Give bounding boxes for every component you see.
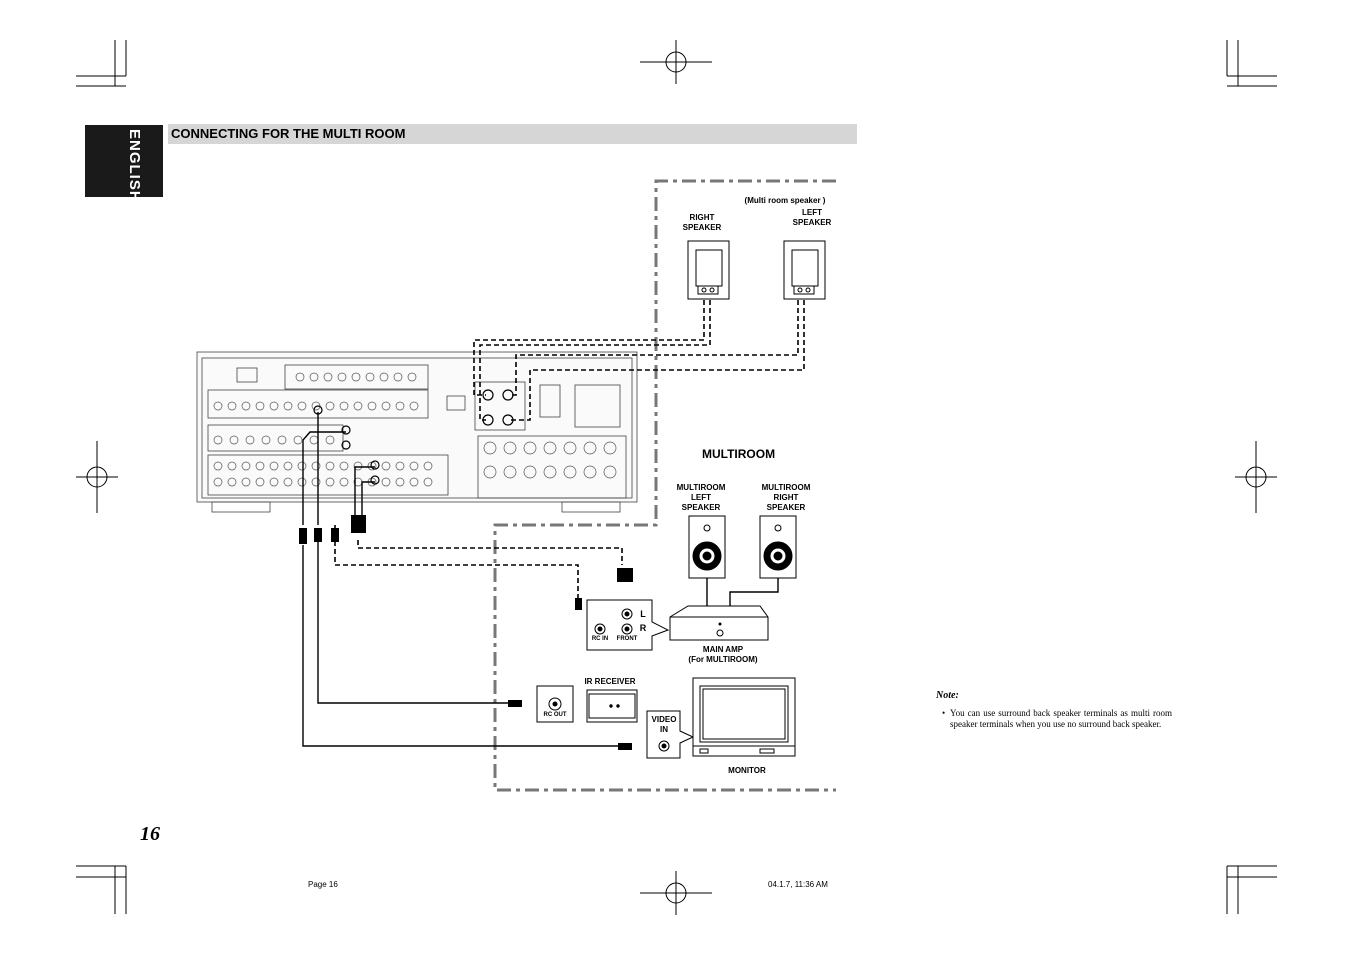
rca-plugs <box>299 515 633 750</box>
main-amp-label: MAIN AMP (For MULTIROOM) <box>688 645 758 664</box>
multi-room-speaker-caption: (Multi room speaker ) <box>744 196 826 205</box>
video-in-label: VIDEO IN <box>651 715 677 734</box>
section-title: CONNECTING FOR THE MULTI ROOM <box>171 126 406 141</box>
right-speaker-label: RIGHT SPEAKER <box>682 213 722 232</box>
channel-r-label: R <box>639 623 647 633</box>
front-label: FRONT <box>616 636 638 642</box>
language-tab-label: ENGLISH <box>126 129 143 203</box>
multiroom-zone-border <box>493 179 836 792</box>
speaker-wires <box>334 300 805 600</box>
language-tab: ENGLISH <box>85 125 163 203</box>
note-heading: Note: <box>936 690 959 701</box>
monitor-label: MONITOR <box>728 766 766 775</box>
note-text: You can use surround back speaker termin… <box>942 708 1172 730</box>
footer-timestamp: 04.1.7, 11:36 AM <box>768 880 828 889</box>
ir-receiver <box>536 685 638 723</box>
main-amp <box>669 605 769 641</box>
amp-speaker-wires <box>706 578 779 606</box>
crop-marks <box>76 40 1277 914</box>
monitor <box>646 677 796 759</box>
video-and-ir-cables <box>302 412 622 747</box>
multiroom-title: MULTIROOM <box>702 447 776 461</box>
page-number: 16 <box>140 823 160 845</box>
footer-page-label: Page 16 <box>308 880 338 889</box>
amp-input-panel <box>586 599 670 651</box>
ir-receiver-label: IR RECEIVER <box>584 677 636 686</box>
rc-in-label: RC IN <box>591 636 609 642</box>
rc-out-label: RC OUT <box>543 712 567 718</box>
multi-room-speakers <box>687 240 826 300</box>
receiver-jacks <box>213 372 617 487</box>
left-speaker-label: LEFT SPEAKER <box>792 208 832 227</box>
multiroom-speakers <box>688 515 797 579</box>
section-header: CONNECTING FOR THE MULTI ROOM <box>168 124 857 144</box>
registration-marks <box>76 40 1277 915</box>
multiroom-left-speaker-label: MULTIROOM LEFT SPEAKER <box>676 483 726 512</box>
receiver-rear-panel <box>196 351 638 513</box>
multiroom-right-speaker-label: MULTIROOM RIGHT SPEAKER <box>761 483 811 512</box>
channel-l-label: L <box>640 609 646 619</box>
